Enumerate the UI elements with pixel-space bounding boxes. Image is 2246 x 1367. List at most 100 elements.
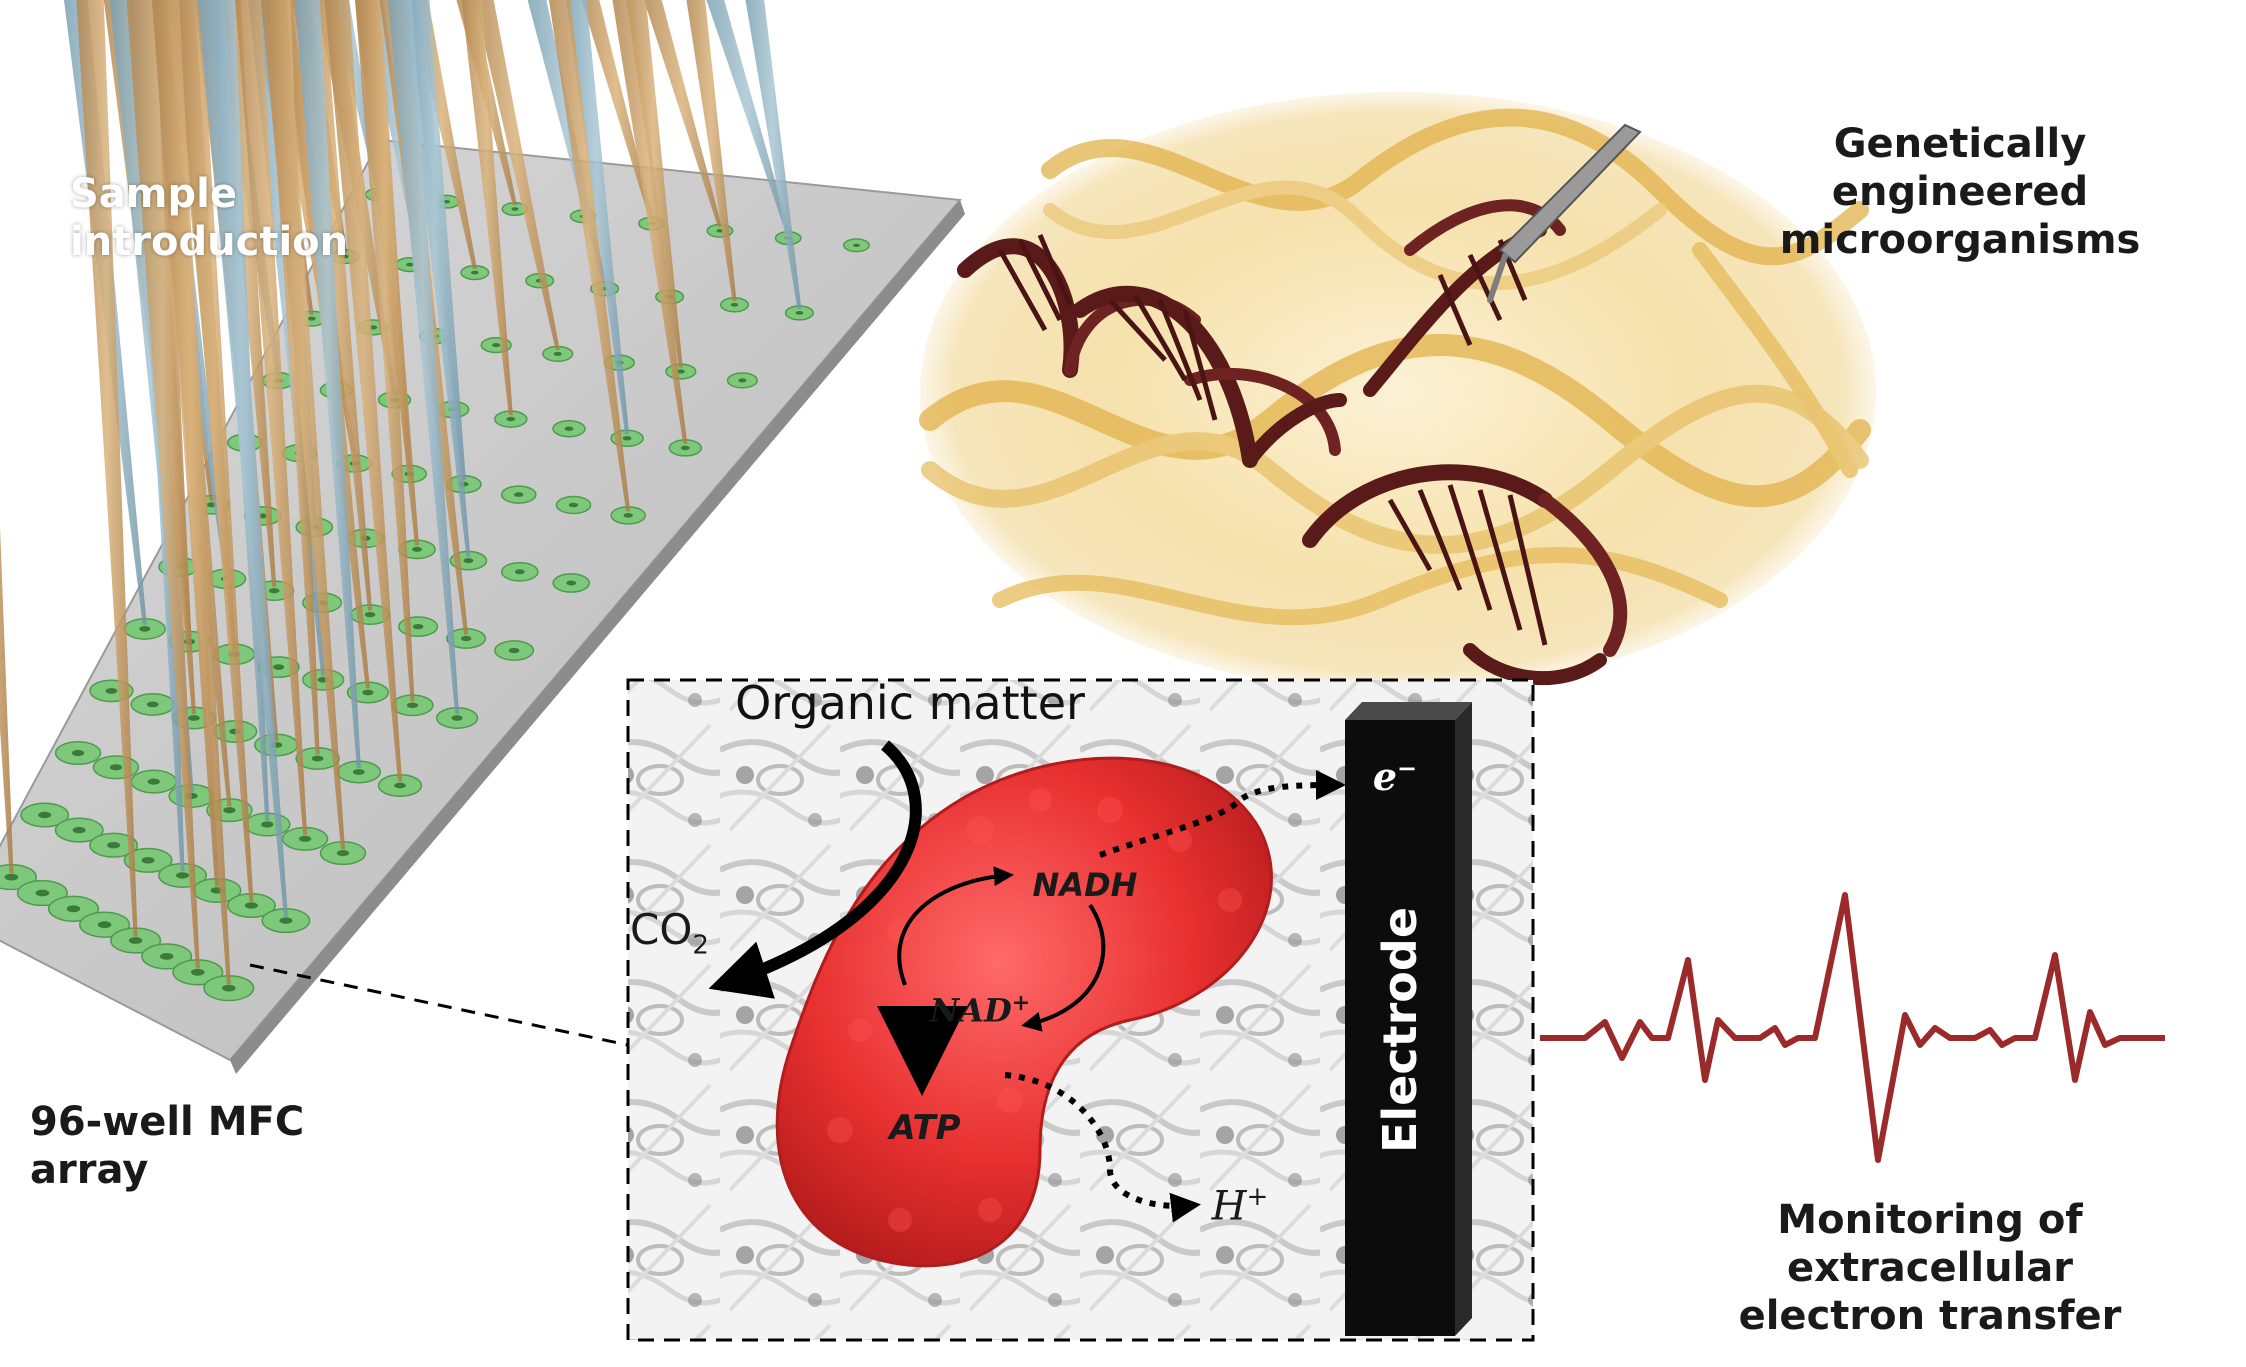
well-hole (623, 513, 633, 518)
co2-label: CO2 (630, 905, 740, 962)
well-hole (460, 635, 472, 642)
well-hole (299, 835, 312, 842)
oval-background (920, 92, 1876, 692)
atp-label: ATP (889, 1108, 961, 1148)
well-hole (72, 749, 85, 757)
well-hole (738, 378, 747, 383)
nad-cycle-arrows (897, 866, 1106, 1032)
nadh-label: NADH (1032, 866, 1138, 904)
pipette-tip (235, 0, 308, 835)
pipette-tip (174, 0, 254, 902)
organic-matter-arrow (708, 740, 922, 999)
well-hole (514, 492, 524, 497)
tweezers-icon (1487, 123, 1642, 303)
pipette-tip (745, 0, 802, 309)
well-hole (336, 850, 350, 857)
pipette-tip (548, 0, 631, 512)
well-hole (273, 664, 285, 670)
well-hole (222, 984, 236, 992)
electron-superscript: − (1397, 753, 1418, 783)
well-hole (406, 262, 414, 267)
well-hole (4, 873, 19, 881)
well-hole (463, 558, 474, 564)
well-hole (511, 207, 519, 211)
pipette-tip (474, 0, 560, 350)
well-hole (676, 369, 685, 374)
co2-subscript: 2 (692, 930, 709, 961)
dna-helix-gold-icon (919, 108, 1871, 626)
nad-label: NAD+ (905, 990, 1055, 1030)
well-hole (394, 782, 406, 789)
well-hole (35, 889, 50, 897)
nad-superscript: + (1011, 990, 1031, 1016)
well-hole (105, 688, 118, 694)
pipette-tip (76, 0, 138, 937)
well-hole (66, 905, 81, 913)
well-hole (109, 764, 122, 771)
array-label: 96-well MFC array (30, 1099, 305, 1193)
well-hole (566, 580, 577, 586)
well-hole (412, 546, 422, 552)
electrode-label: Electrode (1373, 906, 1427, 1154)
pipette-tip (151, 0, 231, 985)
well-hole (364, 612, 376, 618)
pipette-tip (581, 0, 654, 220)
electron-base: e (1372, 754, 1398, 799)
well-hole (139, 626, 151, 632)
genetic-engineering-label: Genetically engineered microorganisms (1700, 120, 2220, 264)
well-hole (795, 311, 804, 315)
zoom-connector-line (249, 963, 629, 1047)
well-hole (352, 769, 365, 775)
electron-transfer-signal (1540, 892, 2165, 1163)
co2-base: CO (630, 905, 693, 954)
nad-base: NAD (929, 991, 1012, 1030)
well-hole (568, 502, 579, 508)
well-hole (279, 917, 293, 924)
proton-base: H (1211, 1183, 1247, 1230)
well-hole (128, 937, 143, 944)
pipette-tip (126, 0, 200, 969)
plate-edge (230, 200, 965, 1074)
monitoring-label: Monitoring of extracellular electron tra… (1630, 1196, 2230, 1340)
well-hole (188, 715, 200, 721)
zoom-box (626, 678, 1535, 1342)
well-hole (471, 270, 479, 275)
pipette-tips (0, 0, 802, 985)
well-hole (362, 689, 374, 696)
pipette-tip (197, 0, 288, 917)
pipette-tip (461, 0, 513, 416)
mfc-array-plate (0, 0, 965, 1074)
electrode (1345, 702, 1472, 1336)
well-hole (506, 416, 516, 422)
genetic-label-line1: Genetically engineered (1831, 121, 2089, 215)
well-hole (564, 426, 574, 431)
dna-oval (919, 92, 1876, 692)
pipette-tip (387, 0, 460, 714)
well-hole (176, 872, 189, 879)
well-hole (730, 302, 739, 307)
pipette-tip (260, 0, 345, 850)
organic-matter-label: Organic matter (735, 676, 1085, 730)
well-hole (107, 842, 121, 849)
proton-path (1004, 1072, 1201, 1223)
well-hole (307, 316, 316, 321)
electron-transfer-path (1098, 770, 1346, 858)
pipette-tip (324, 0, 402, 782)
well-hole (147, 778, 160, 785)
well-hole (268, 588, 280, 594)
well-hole (412, 624, 424, 630)
monitoring-line1: Monitoring of extracellular (1777, 1197, 2083, 1291)
pipette-tip (612, 0, 688, 444)
electron-label: e− (1360, 753, 1430, 800)
well-hole (492, 343, 501, 348)
well-hole (311, 755, 324, 762)
pipette-tip (643, 0, 722, 227)
pipette-tip (295, 0, 361, 768)
zoom-box-border (626, 678, 1535, 1342)
proton-superscript: + (1246, 1182, 1269, 1212)
well-hole (553, 351, 562, 356)
pipette-tip (355, 0, 415, 702)
well-hole (244, 902, 258, 909)
